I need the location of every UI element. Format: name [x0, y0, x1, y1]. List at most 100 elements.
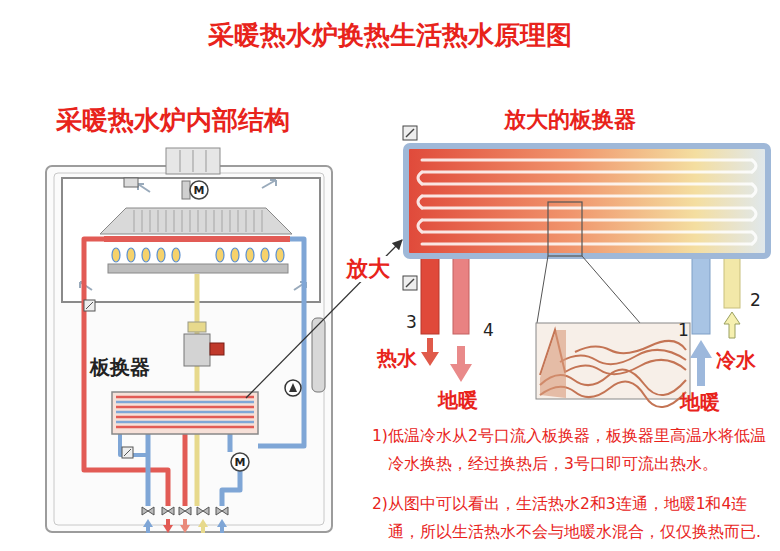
plate-exchanger-large-part — [582, 256, 640, 323]
boiler-housing-part — [206, 150, 207, 172]
flow-arrows-large-part — [450, 346, 472, 382]
combustion-chamber-part-part — [231, 248, 239, 262]
plate-exchanger-large-part — [453, 250, 469, 334]
plate-exchanger-large-part — [406, 279, 414, 287]
boiler-pipes-part — [195, 274, 200, 506]
leader-line — [246, 240, 402, 398]
flow-label: 地暖 — [438, 388, 478, 412]
flow-label: 冷水 — [716, 348, 756, 372]
outlet-valves-part — [142, 507, 154, 515]
plate-exchanger-small-part — [116, 411, 254, 414]
combustion-chamber-part — [100, 208, 292, 234]
combustion-chamber-part — [138, 184, 150, 192]
combustion-chamber-part-part — [276, 248, 284, 262]
boiler-pipes-part — [104, 236, 290, 242]
plate-exchanger-large-part — [548, 202, 582, 256]
pump-and-tank-part — [285, 380, 301, 396]
flow-arrows-small-part — [217, 519, 227, 533]
callout-label: 放大 — [344, 256, 392, 282]
plate-exchanger-large-part — [536, 323, 690, 399]
gas-valve — [184, 322, 224, 366]
section-heading: 采暖热水炉内部结构 — [56, 105, 290, 136]
plate-exchanger-large-part — [537, 256, 548, 323]
pump-and-tank-part — [124, 449, 131, 456]
flow-arrows-large-part — [690, 340, 712, 386]
combustion-chamber-part-part — [127, 248, 135, 262]
motor-symbol: M — [235, 457, 246, 468]
boiler-housing-part — [193, 150, 194, 172]
port-number: 4 — [483, 320, 494, 340]
flow-arrows-large-part — [421, 338, 439, 366]
port-number: 2 — [750, 290, 761, 310]
plate-exchanger-large-part-part — [422, 207, 752, 210]
plate-exchanger-large-part-part — [575, 341, 686, 353]
flow-arrows-large — [421, 312, 740, 386]
pump-and-tank-part — [231, 453, 249, 471]
flow-arrows-small-part — [163, 519, 173, 533]
pump-and-tank-part — [289, 383, 297, 392]
outlet-valves — [142, 507, 228, 515]
pump-and-tank-part — [86, 302, 93, 309]
section-heading: 放大的板换器 — [504, 107, 636, 133]
part-label: 板换器 — [90, 355, 150, 379]
note-text: 1)低温冷水从2号口流入板换器，板换器里高温水将低温冷水换热，经过换热后，3号口… — [372, 422, 774, 478]
plate-exchanger-small-part — [116, 396, 254, 399]
combustion-chamber-part-part — [157, 248, 165, 262]
note-text: 2)从图中可以看出，生活热水2和3连通，地暖1和4连通，所以生活热水不会与地暖水… — [372, 490, 774, 546]
plate-exchanger-large-part-part — [422, 243, 752, 246]
plate-exchanger-large-part-part — [560, 350, 686, 364]
plate-exchanger-large-part — [692, 250, 710, 334]
plate-exchanger-large-part — [403, 276, 417, 290]
plate-exchanger-small-part — [112, 392, 258, 434]
boiler-pipes-part — [258, 239, 304, 446]
plate-exchanger-small-part — [116, 416, 254, 419]
plate-exchanger-large-part-part — [422, 159, 752, 162]
plate-exchanger-large-part-part — [422, 183, 752, 186]
boiler-housing-part — [46, 166, 332, 532]
flow-label: 地暖 — [680, 390, 720, 414]
combustion-chamber-part — [124, 178, 138, 187]
flow-arrows-small-part — [198, 519, 208, 533]
gas-valve-part — [188, 322, 206, 332]
pump-and-tank-part — [84, 300, 95, 311]
pump-and-tank — [84, 300, 325, 471]
port-number: 1 — [678, 320, 689, 340]
plate-exchanger-large-part — [406, 146, 768, 256]
plate-exchanger-large-part — [421, 250, 439, 334]
outlet-valves-part — [179, 507, 191, 515]
flow-arrows-large-part — [724, 312, 740, 338]
boiler-pipes-part — [84, 239, 168, 506]
plate-exchanger-large-part — [418, 160, 756, 244]
plate-exchanger-small-part — [116, 406, 254, 409]
combustion-chamber-part-part — [142, 248, 150, 262]
plate-exchanger-large — [403, 126, 768, 407]
plate-exchanger-large-part — [403, 126, 417, 140]
plate-exchanger-small-part — [116, 426, 254, 429]
combustion-chamber-part — [190, 181, 208, 199]
combustion-chamber-part-part — [246, 248, 254, 262]
boiler-housing-part — [180, 150, 181, 172]
combustion-chamber-part-part — [112, 248, 120, 262]
combustion-chamber-part — [182, 181, 190, 199]
plate-exchanger-large-part — [540, 330, 566, 398]
plate-exchanger-small-part — [116, 401, 254, 404]
boiler-housing — [46, 148, 332, 532]
outlet-valves-part — [162, 507, 174, 515]
flow-arrows-small — [143, 519, 227, 533]
plate-exchanger-small — [112, 392, 258, 434]
plate-exchanger-large-part-part — [422, 195, 752, 198]
plate-exchanger-large-part — [406, 129, 414, 137]
combustion-chamber-part-part — [261, 248, 269, 262]
combustion-chamber-part-part — [172, 248, 180, 262]
motor-symbol: M — [194, 185, 205, 196]
combustion-chamber-part — [112, 248, 284, 262]
combustion-chamber-part — [108, 264, 288, 273]
pump-and-tank-part — [122, 447, 133, 458]
combustion-chamber-part — [262, 180, 276, 188]
plate-exchanger-large-part-part — [422, 171, 752, 174]
boiler-pipes-part — [183, 434, 188, 506]
plate-exchanger-large-part-part — [422, 219, 752, 222]
flow-arrows-small-part — [180, 519, 190, 533]
flow-label: 热水 — [377, 346, 417, 370]
